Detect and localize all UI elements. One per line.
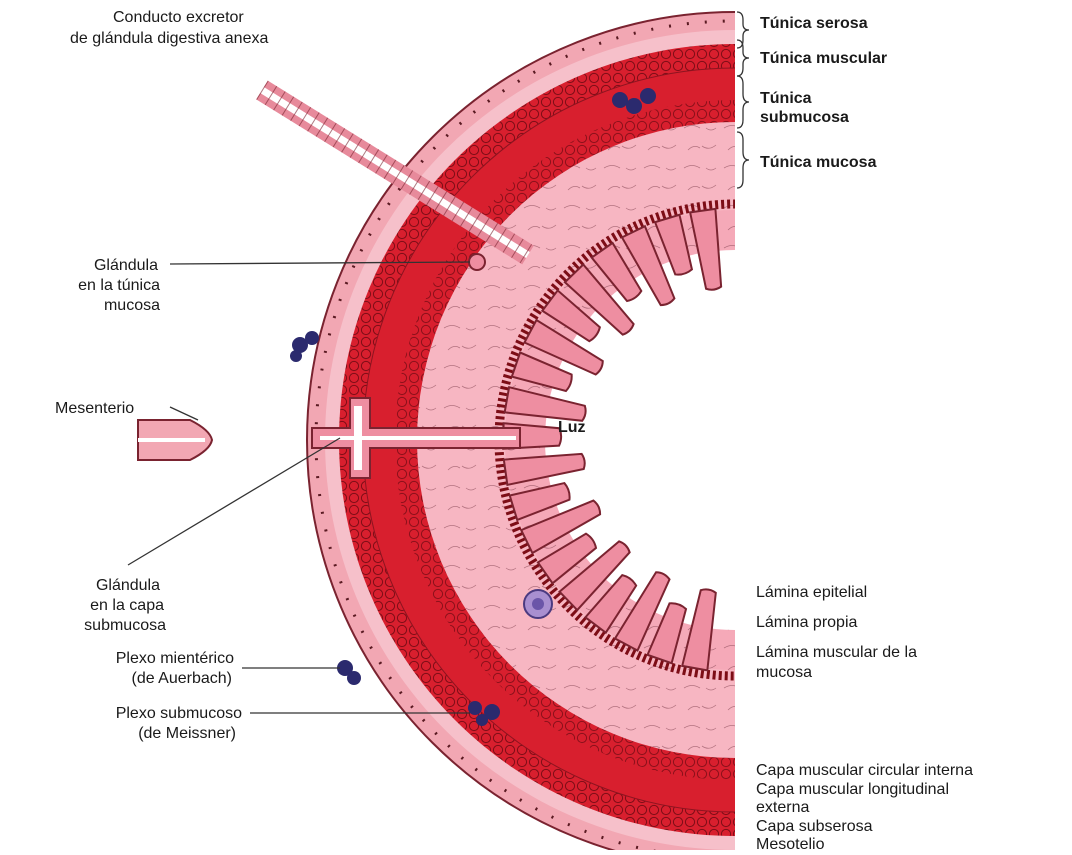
vessel-icon — [612, 92, 628, 108]
label-tunica-submucosa-1: Túnica — [760, 90, 812, 107]
label-glandula-mucosa-3: mucosa — [104, 297, 160, 314]
label-glandula-sub-1: Glándula — [96, 577, 160, 594]
label-glandula-mucosa-2: en la túnica — [78, 277, 160, 294]
label-lamina-muscular-1: Lámina muscular de la — [756, 644, 917, 661]
submucosal-plexus-icon — [468, 701, 482, 715]
label-capa-longitudinal-2: externa — [756, 799, 809, 816]
tunica-brackets — [737, 12, 749, 188]
label-conducto-2: de glándula digestiva anexa — [70, 30, 268, 47]
label-glandula-sub-2: en la capa — [90, 597, 164, 614]
label-capa-subserosa: Capa subserosa — [756, 818, 873, 835]
label-conducto-1: Conducto excretor — [113, 9, 244, 26]
label-plexo-sub-2: (de Meissner) — [138, 725, 236, 742]
label-glandula-sub-3: submucosa — [84, 617, 166, 634]
label-lamina-propia: Lámina propia — [756, 614, 858, 631]
label-mesotelio: Mesotelio — [756, 836, 825, 850]
label-lamina-epitelial: Lámina epitelial — [756, 584, 867, 601]
label-tunica-mucosa: Túnica mucosa — [760, 154, 877, 171]
label-lamina-muscular-2: mucosa — [756, 664, 812, 681]
label-tunica-serosa: Túnica serosa — [760, 15, 868, 32]
label-plexo-mien-2: (de Auerbach) — [131, 670, 232, 687]
mesentery — [138, 420, 212, 460]
label-plexo-sub-1: Plexo submucoso — [116, 705, 242, 722]
label-capa-longitudinal-1: Capa muscular longitudinal — [756, 781, 949, 798]
label-mesenterio: Mesenterio — [55, 400, 134, 417]
label-capa-circular: Capa muscular circular interna — [756, 762, 973, 779]
label-tunica-muscular: Túnica muscular — [760, 50, 887, 67]
label-luz: Luz — [558, 419, 586, 436]
label-tunica-submucosa-2: submucosa — [760, 109, 849, 126]
label-glandula-mucosa-1: Glándula — [94, 257, 158, 274]
label-plexo-mien-1: Plexo mientérico — [116, 650, 234, 667]
mucosal-gland-icon — [469, 254, 485, 270]
